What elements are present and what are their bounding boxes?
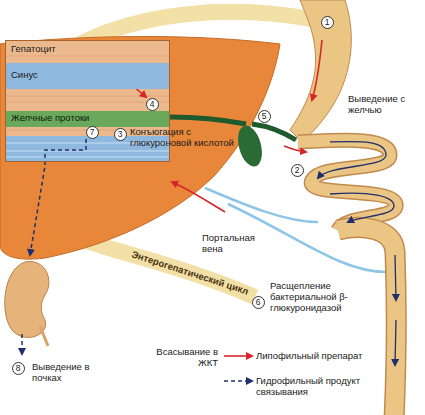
flow-arrow: [395, 320, 396, 365]
node-text: Синус: [6, 63, 169, 87]
legend-text: Липофильный препарат: [256, 350, 386, 361]
node-text: Гепатоцит: [6, 41, 169, 57]
kidney: [5, 262, 49, 338]
portal-vein: [205, 188, 318, 222]
legend-navy-arrow: [224, 380, 252, 382]
callout-number: 7: [86, 126, 99, 139]
callout-number: 6: [252, 296, 265, 309]
bile-duct-common: [252, 124, 296, 140]
flow-arrow: [330, 193, 394, 222]
small-intestine: [298, 140, 396, 230]
bile-duct-band: Желчные протоки: [6, 111, 169, 127]
annotation-label: Портальная вена: [202, 232, 264, 254]
colon: [338, 228, 396, 415]
stomach: [290, 0, 351, 142]
annotation-label: Выведение в почках: [32, 361, 114, 383]
node-text: Желчные протоки: [6, 111, 169, 125]
cycle-label: Энтерогепатический цикл: [130, 248, 250, 296]
flow-arrow: [318, 142, 386, 179]
callout-number: 4: [146, 98, 159, 111]
small-intestine: [298, 140, 396, 230]
lipophilic-arrow: [172, 182, 225, 212]
tissue-texture: [5, 56, 170, 130]
sinus-band: Синус: [6, 63, 169, 89]
callout-number: 5: [258, 110, 271, 123]
callout-number: 2: [291, 164, 304, 177]
hydrophilic-arrow: [30, 139, 86, 255]
legend-text: Гидрофильный продукт связывания: [256, 375, 386, 397]
liver: [0, 37, 280, 260]
lipophilic-arrow: [312, 40, 322, 100]
gallbladder: [234, 123, 266, 169]
callout-number: 8: [12, 362, 25, 375]
colon: [338, 228, 396, 415]
legend-red-arrow: [224, 355, 252, 357]
annotation-label: Конъюгация с глюкуроновой кислотой: [130, 126, 242, 148]
flow-arrow: [395, 255, 396, 300]
annotation-label: Выведение с желчью: [348, 93, 416, 115]
hydrophilic-arrow: [21, 334, 23, 354]
callout-number: 3: [114, 128, 127, 141]
ureter: [40, 326, 48, 346]
callout-number: 1: [321, 16, 334, 29]
annotation-label: Всасывание в ЖКТ: [154, 346, 218, 368]
lipophilic-arrow: [284, 146, 306, 152]
bile-duct: [170, 117, 246, 124]
annotation-label: Расщепление бактериальной β-глюкуронидаз…: [270, 280, 362, 313]
